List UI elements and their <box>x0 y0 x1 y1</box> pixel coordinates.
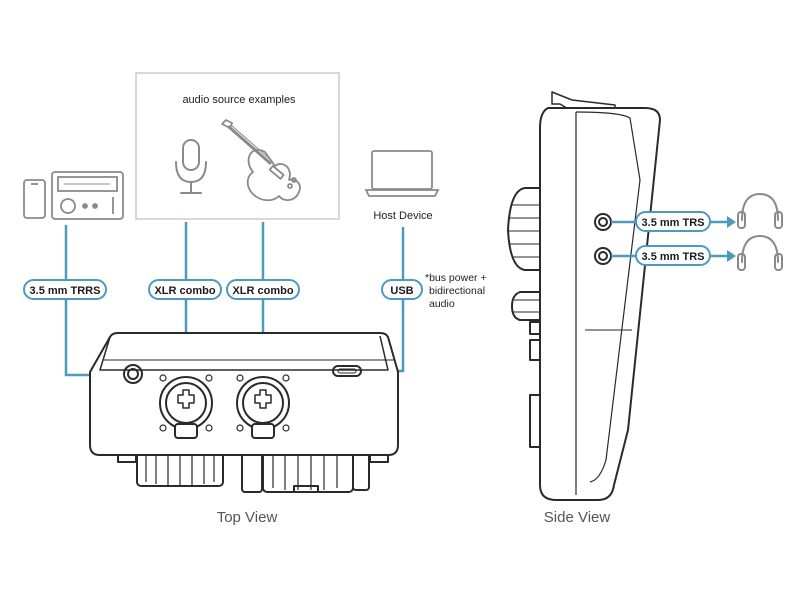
usb-note: *bus power + bidirectional audio <box>425 272 487 310</box>
audio-source-box: audio source examples <box>135 72 340 220</box>
usb-note-line-1: *bus power + <box>425 272 487 284</box>
trs-jack-1 <box>594 213 612 231</box>
usb-port <box>332 365 362 377</box>
knob-left <box>136 451 224 487</box>
xlr-pill-2-label: XLR combo <box>232 285 293 297</box>
trs-pill-2: 3.5 mm TRS <box>635 245 711 266</box>
headphones-icon <box>737 234 783 271</box>
laptop-icon <box>364 150 440 197</box>
trs-pill-1: 3.5 mm TRS <box>635 211 711 232</box>
smartphone-icon <box>23 179 46 219</box>
top-view-caption: Top View <box>217 509 278 526</box>
trrs-jack <box>123 364 143 384</box>
device-side-view <box>507 91 661 501</box>
audio-source-box-title: audio source examples <box>182 94 296 106</box>
device-top-view <box>89 332 399 493</box>
xlr-pill-1-label: XLR combo <box>154 285 215 297</box>
radio-icon <box>51 171 124 220</box>
trrs-pill: 3.5 mm TRRS <box>23 279 107 300</box>
trs-pill-1-label: 3.5 mm TRS <box>642 217 705 229</box>
side-connection-arrows <box>727 216 736 262</box>
headphones-icon <box>737 192 783 229</box>
trrs-pill-label: 3.5 mm TRRS <box>30 285 101 297</box>
usb-pill: USB <box>381 279 423 300</box>
side-view-caption: Side View <box>544 509 611 526</box>
xlr-pill-1: XLR combo <box>148 279 222 300</box>
usb-note-line-2: bidirectional <box>429 285 485 297</box>
microphone-icon <box>175 139 207 194</box>
usb-pill-label: USB <box>390 285 413 297</box>
host-device-label: Host Device <box>373 210 432 222</box>
usb-note-line-3: audio <box>429 298 455 310</box>
xlr-jack-2 <box>236 374 290 439</box>
xlr-pill-2: XLR combo <box>226 279 300 300</box>
guitar-icon <box>221 119 301 202</box>
xlr-jack-1 <box>159 374 213 439</box>
trs-jack-2 <box>594 247 612 265</box>
trs-pill-2-label: 3.5 mm TRS <box>642 251 705 263</box>
